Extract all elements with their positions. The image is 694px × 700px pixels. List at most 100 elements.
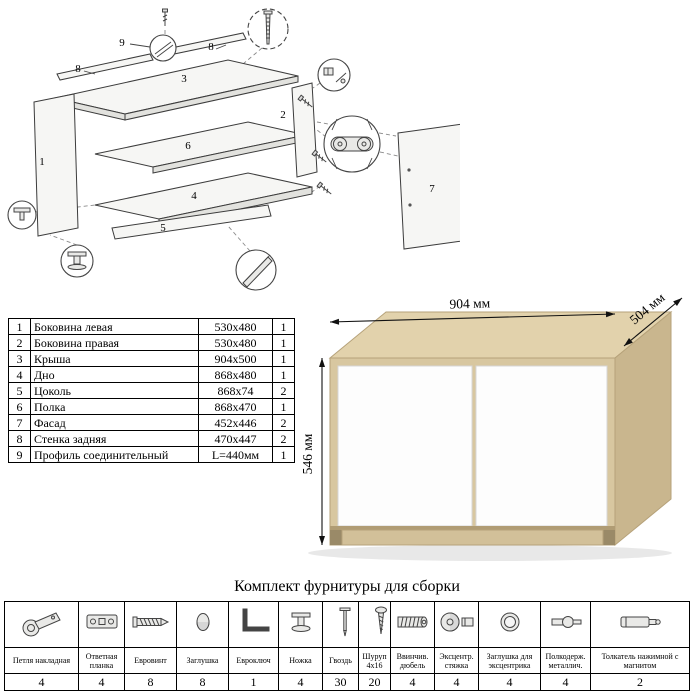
part-name: Крыша	[30, 350, 199, 367]
part-label-7: 7	[429, 183, 435, 195]
hardware-icons-row	[4, 601, 690, 648]
hardware-item-name: Ввинчив. дюбель	[390, 647, 435, 674]
part-name: Дно	[30, 366, 199, 383]
foot-icon	[291, 612, 311, 632]
part-name: Профиль соединительный	[30, 446, 199, 463]
dimension-width-label: 904 мм	[449, 295, 491, 311]
table-row: 5 Цоколь 868x74 2	[8, 382, 295, 399]
part-qty: 1	[272, 398, 295, 415]
hardware-item-name: Заглушка	[176, 647, 229, 674]
part-number: 2	[8, 334, 31, 351]
part-qty: 2	[272, 382, 295, 399]
screw-icon	[162, 8, 332, 195]
part-label-4: 4	[191, 190, 197, 202]
hardware-item-name: Евроключ	[228, 647, 279, 674]
cabinet-right-door	[475, 365, 608, 527]
hardware-qty-row: 4 4 8 8 1 4 30 20 4 4 4 4 2	[4, 673, 690, 691]
exploded-diagram: 9 8 8 3 2 1 6 4 5 7	[7, 8, 460, 291]
plinth-gap-right	[603, 530, 615, 545]
hardware-item-qty: 30	[322, 673, 359, 691]
hardware-item-qty: 4	[390, 673, 435, 691]
part-name: Стенка задняя	[30, 430, 199, 447]
plug-icon	[196, 613, 209, 631]
part-number: 3	[8, 350, 31, 367]
part-number: 6	[8, 398, 31, 415]
hardware-item-qty: 4	[434, 673, 479, 691]
hardware-item-qty: 8	[124, 673, 177, 691]
threaded-dowel-icon	[397, 616, 428, 628]
part-labels: 9 8 8 3 2 1 6 4 5 7	[39, 37, 435, 234]
confirmat-icon	[132, 616, 169, 628]
screw-icon	[375, 606, 387, 635]
detail-callouts	[7, 8, 381, 291]
part-name: Фасад	[30, 414, 199, 431]
confirmat-callout-icon	[247, 8, 289, 50]
table-row: 2 Боковина правая 530x480 1	[8, 334, 295, 351]
hardware-item-name: Петля накладная	[4, 647, 79, 674]
hardware-item-qty: 4	[278, 673, 323, 691]
profile-section-callout-icon	[7, 200, 37, 230]
part-name: Боковина левая	[30, 318, 199, 335]
hardware-item-name: Гвоздь	[322, 647, 359, 674]
part-qty: 2	[272, 430, 295, 447]
part-name: Боковина правая	[30, 334, 199, 351]
cabinet-top-face	[328, 311, 673, 359]
part-qty: 1	[272, 334, 295, 351]
table-row: 1 Боковина левая 530x480 1	[8, 318, 295, 335]
hardware-item-qty: 4	[478, 673, 541, 691]
dimension-width: 904 мм	[329, 295, 616, 325]
hardware-item-name: Полкодерж. металлич.	[540, 647, 591, 674]
part-label-2: 2	[280, 109, 286, 121]
hardware-kit-table: Петля накладная Ответная планка Евровинт…	[4, 601, 690, 691]
part-number: 5	[8, 382, 31, 399]
part-number: 4	[8, 366, 31, 383]
nail-icon	[339, 607, 351, 637]
cam-fitting-callout-icon	[317, 58, 351, 92]
part-size: 868x470	[198, 398, 273, 415]
cabinet-plinth	[341, 529, 604, 546]
cabinet-panels	[33, 32, 460, 250]
hardware-item-qty: 2	[590, 673, 690, 691]
cam-lock-icon	[440, 612, 474, 632]
hinge-callout-icon	[323, 115, 381, 173]
hardware-names-row: Петля накладная Ответная планка Евровинт…	[4, 647, 690, 674]
part-size: 530x480	[198, 334, 273, 351]
table-row: 7 Фасад 452x446 2	[8, 414, 295, 431]
hex-key-icon	[242, 608, 269, 632]
hinge-icon	[22, 612, 61, 637]
part-qty: 1	[272, 350, 295, 367]
cabinet-left-door	[337, 365, 473, 527]
floor-shadow	[308, 545, 672, 561]
part-label-9: 9	[119, 37, 125, 49]
table-row: 3 Крыша 904x500 1	[8, 350, 295, 367]
table-row: 8 Стенка задняя 470x447 2	[8, 430, 295, 447]
hardware-item-qty: 4	[540, 673, 591, 691]
part-label-8b: 8	[208, 41, 214, 53]
table-row: 9 Профиль соединительный L=440мм 1	[8, 446, 295, 463]
part-size: 868x74	[198, 382, 273, 399]
hardware-kit-title: Комплект фурнитуры для сборки	[234, 578, 460, 595]
part-size: 868x480	[198, 366, 273, 383]
table-row: 4 Дно 868x480 1	[8, 366, 295, 383]
part-label-1: 1	[39, 156, 45, 168]
hardware-item-name: Эксцентр. стяжка	[434, 647, 479, 674]
hardware-item-qty: 4	[4, 673, 79, 691]
part-size: 904x500	[198, 350, 273, 367]
part-label-6: 6	[185, 140, 191, 152]
connector-profile-callout-icon	[149, 34, 177, 62]
hardware-item-name: Ножка	[278, 647, 323, 674]
hardware-item-name: Ответная планка	[78, 647, 125, 674]
part-number: 1	[8, 318, 31, 335]
parts-table: 1 Боковина левая 530x480 1 2 Боковина пр…	[8, 318, 295, 463]
foot-callout-icon	[60, 244, 94, 278]
part-size: 530x480	[198, 318, 273, 335]
product-render: 904 мм 504 мм 546 мм	[300, 289, 683, 561]
part-label-5: 5	[160, 222, 166, 234]
table-row: 6 Полка 868x470 1	[8, 398, 295, 415]
part-number: 9	[8, 446, 31, 463]
push-latch-icon	[620, 616, 661, 628]
part-name: Полка	[30, 398, 199, 415]
part-qty: 1	[272, 366, 295, 383]
hardware-item-qty: 20	[358, 673, 391, 691]
part-size: L=440мм	[198, 446, 273, 463]
